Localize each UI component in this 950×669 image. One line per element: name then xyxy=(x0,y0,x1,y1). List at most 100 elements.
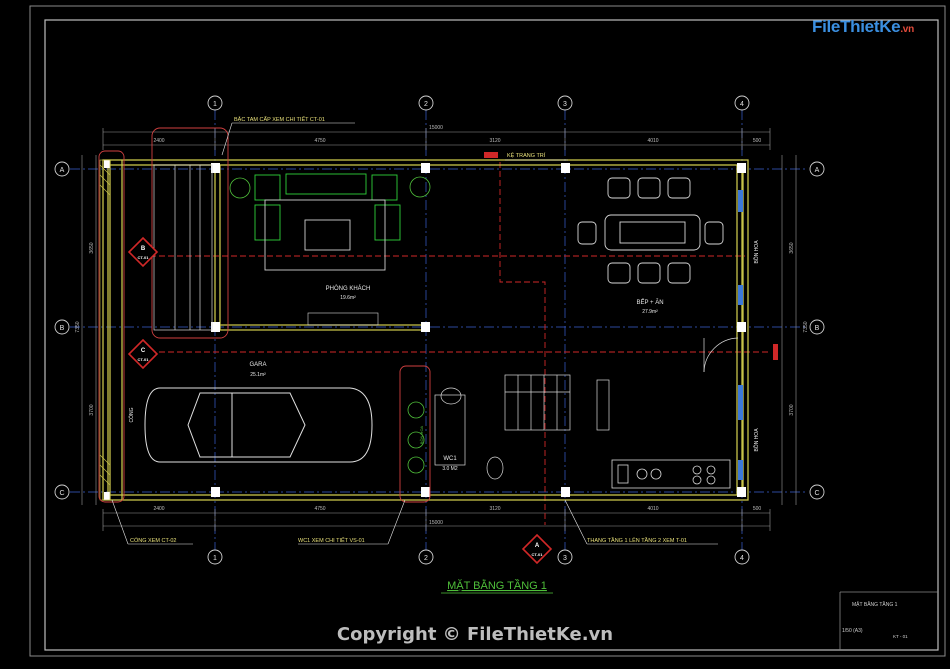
gate-label: CỔNG xyxy=(128,407,135,422)
vertical-labels: CỔNG BỒN HOA BỒN HOA BỒN HOA xyxy=(128,240,760,452)
grid-col-4-bottom: 4 xyxy=(740,555,744,562)
dim-top-1: 2400 xyxy=(153,138,164,144)
title-block-sheet-no: KT - 01 xyxy=(893,634,908,639)
room-labels: PHÒNG KHÁCH 19.6m² BẾP + ĂN 27.9m² GARA … xyxy=(249,285,663,472)
section-lines xyxy=(150,162,770,525)
car xyxy=(144,387,373,463)
dim-right-2: 3700 xyxy=(789,404,795,415)
sheet-border-outer xyxy=(29,5,946,657)
section-c-letter: C xyxy=(141,348,146,354)
callout-leaders xyxy=(111,122,718,545)
bottom-dimensions: 2400 4750 3120 4010 500 15000 xyxy=(153,506,761,526)
grid-row-b: B xyxy=(60,325,65,332)
room-garage-name: GARA xyxy=(249,362,266,368)
dim-top-2: 4750 xyxy=(314,138,325,144)
grid-row-a: A xyxy=(60,167,65,174)
room-kitchen-name: BẾP + ĂN xyxy=(636,299,663,306)
title-block-scale: 1/50 (A3) xyxy=(842,628,863,634)
wc-fixtures xyxy=(434,394,466,466)
dim-bottom-3: 3120 xyxy=(489,506,500,512)
dim-bottom-1: 2400 xyxy=(153,506,164,512)
dim-top-3: 3120 xyxy=(489,138,500,144)
plants xyxy=(229,176,431,474)
garden-bottom-label: BỒN HOA xyxy=(753,428,760,452)
shelf-marker xyxy=(484,152,498,158)
grid-row-c: C xyxy=(59,490,64,497)
wc-callout-box xyxy=(399,365,431,503)
section-a-letter: A xyxy=(535,543,540,549)
grid-col-1-bottom: 1 xyxy=(213,555,217,562)
windows xyxy=(738,190,743,480)
watermark-brand: FileThietKe xyxy=(812,17,901,36)
dim-top-total: 15000 xyxy=(429,125,443,131)
section-c-ref: CT-01 xyxy=(138,357,150,362)
dim-left-2: 3700 xyxy=(89,404,95,415)
watermark-domain: .vn xyxy=(900,24,914,35)
dim-right-1: 3650 xyxy=(789,242,795,253)
grid-row-b-right: B xyxy=(815,325,820,332)
entrance-steps xyxy=(153,164,213,331)
room-living-name: PHÒNG KHÁCH xyxy=(326,285,371,292)
callout-wc-detail: WC1 XEM CHI TIẾT VS-01 xyxy=(298,537,365,544)
watermark-logo: FileThietKe.vn xyxy=(812,12,920,42)
dimension-lines xyxy=(81,128,797,531)
dim-top-4: 4010 xyxy=(647,138,658,144)
section-b-letter: B xyxy=(141,246,146,252)
gate xyxy=(99,159,111,501)
dim-bottom-2: 4750 xyxy=(314,506,325,512)
stairs xyxy=(504,374,610,431)
title-block-sheet-name: MẶT BẰNG TẦNG 1 xyxy=(852,600,898,608)
planter-label: BỒN HOA xyxy=(419,425,424,444)
dim-bottom-4: 4010 xyxy=(647,506,658,512)
grid-row-c-right: C xyxy=(814,490,819,497)
drawing-title: MẶT BẰNG TẦNG 1 xyxy=(447,579,547,592)
red-marker xyxy=(773,344,778,360)
top-dimensions: 2400 4750 3120 4010 500 15000 xyxy=(153,125,761,144)
grid-col-2-bottom: 2 xyxy=(424,555,428,562)
sofa-set xyxy=(254,173,401,271)
grid-row-a-right: A xyxy=(815,167,820,174)
garden-top-label: BỒN HOA xyxy=(753,240,760,264)
callout-shelf: KỆ TRANG TRÍ xyxy=(507,151,546,159)
dining-table xyxy=(577,177,724,284)
callout-stair-detail: THANG TẦNG 1 LÊN TẦNG 2 XEM T-01 xyxy=(587,536,687,544)
dim-top-5: 500 xyxy=(753,138,762,144)
grid-labels: 1 2 3 4 1 2 3 4 A B C A B C xyxy=(59,101,819,562)
columns xyxy=(104,160,746,500)
callout-stairs-step: BẬC TAM CẤP XEM CHI TIẾT CT-01 xyxy=(234,116,325,123)
title-block: MẶT BẰNG TẦNG 1 1/50 (A3) KT - 01 xyxy=(842,600,908,639)
wc-basin xyxy=(440,387,462,405)
room-living-area: 19.6m² xyxy=(340,295,356,301)
tv-cabinet xyxy=(307,312,379,326)
step-callout-box xyxy=(151,127,229,339)
kitchen-counter xyxy=(611,459,731,489)
callout-texts: BẬC TAM CẤP XEM CHI TIẾT CT-01 KỆ TRANG … xyxy=(130,116,687,544)
grid-col-4: 4 xyxy=(740,101,744,108)
grid-col-1: 1 xyxy=(213,101,217,108)
side-dimensions: 3650 3700 7350 3650 3700 7350 xyxy=(75,242,809,415)
grid-col-3-bottom: 3 xyxy=(563,555,567,562)
room-garage-area: 25.1m² xyxy=(250,372,266,378)
grid-bubbles-top xyxy=(54,95,825,565)
section-a-ref: CT-01 xyxy=(532,552,544,557)
toilet xyxy=(486,456,504,480)
dim-left-1: 3650 xyxy=(89,242,95,253)
dim-right-total: 7350 xyxy=(803,321,809,332)
door-swing xyxy=(703,337,739,373)
grid-axes xyxy=(70,110,808,550)
grid-col-3: 3 xyxy=(563,101,567,108)
room-wc-name: WC1 xyxy=(443,456,457,462)
dim-bottom-total: 15000 xyxy=(429,520,443,526)
callout-gate-detail: CỔNG XEM CT-02 xyxy=(130,537,176,544)
copyright-text: Copyright © FileThietKe.vn xyxy=(336,624,614,645)
section-marker-labels: B CT-01 C CT-01 A CT-01 xyxy=(138,246,544,557)
dim-left-total: 7350 xyxy=(75,321,81,332)
section-markers xyxy=(127,236,553,565)
room-wc-area: 3.0 M2 xyxy=(442,466,458,472)
section-b-ref: CT-01 xyxy=(138,255,150,260)
sheet-border-inner xyxy=(44,19,939,651)
gate-callout-box xyxy=(98,150,125,503)
room-kitchen-area: 27.9m² xyxy=(642,309,658,315)
grid-col-2: 2 xyxy=(424,101,428,108)
